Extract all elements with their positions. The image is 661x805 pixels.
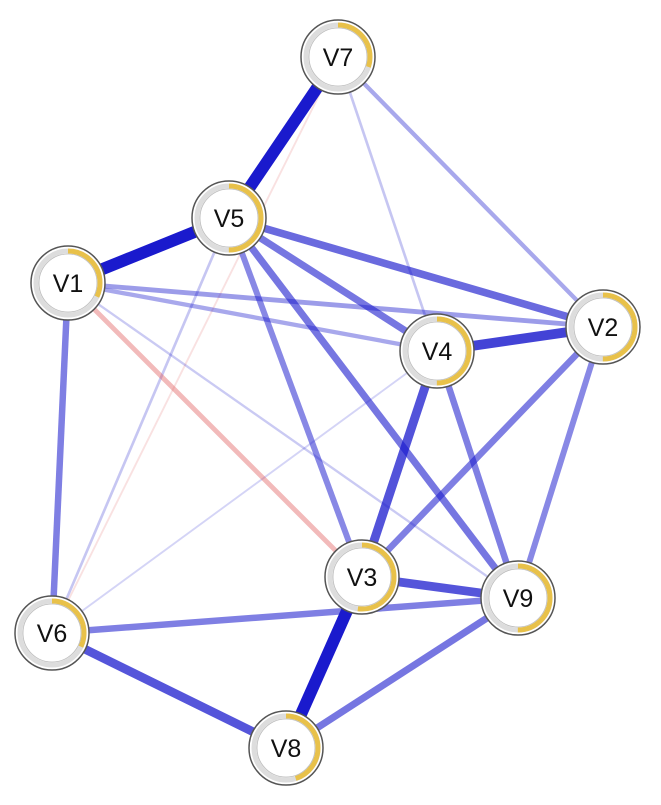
node-label: V2	[588, 314, 619, 342]
node-inner	[38, 253, 98, 313]
node-inner	[199, 188, 259, 248]
node-pie-arc	[327, 542, 397, 612]
edge-v5-v3	[226, 216, 365, 579]
node-v4: V4	[399, 313, 475, 389]
node-inner	[407, 321, 467, 381]
node-pie-arc	[33, 248, 103, 318]
node-inner	[256, 718, 316, 778]
edge-v1-v6	[48, 282, 72, 634]
node-v7: V7	[300, 19, 376, 95]
edge-v6-v8	[50, 629, 288, 752]
node-pie-arc	[17, 598, 87, 668]
edge-v2-v9	[515, 326, 606, 599]
node-v8: V8	[248, 710, 324, 786]
node-v6: V6	[14, 595, 90, 671]
node-inner	[308, 27, 368, 87]
node-pie-arc	[483, 563, 553, 633]
edge-v6-v9	[51, 594, 519, 637]
node-label: V8	[271, 735, 302, 763]
node-pie-arc	[303, 22, 373, 92]
node-v1: V1	[30, 245, 106, 321]
node-label: V6	[37, 620, 68, 648]
edge-v4-v9	[433, 349, 522, 600]
node-label: V1	[53, 270, 84, 298]
edge-v5-v2	[227, 214, 605, 331]
edge-v5-v6	[50, 217, 231, 634]
edge-v5-v9	[226, 215, 521, 601]
node-label: V5	[214, 205, 245, 233]
edge-v7-v4	[336, 56, 439, 352]
node-inner	[332, 547, 392, 607]
node-v2: V2	[565, 289, 641, 365]
edge-v7-v2	[336, 55, 605, 329]
node-v5: V5	[191, 180, 267, 256]
node-v3: V3	[324, 539, 400, 615]
edge-v1-v4	[67, 280, 438, 354]
node-label: V9	[503, 585, 534, 613]
edge-v8-v9	[284, 595, 520, 751]
node-inner	[488, 568, 548, 628]
node-label: V3	[347, 564, 378, 592]
node-pie-arc	[568, 292, 638, 362]
edge-v1-v2	[67, 280, 604, 330]
edge-v2-v3	[359, 324, 606, 580]
edge-v1-v3	[66, 281, 364, 579]
node-pie-arc	[402, 316, 472, 386]
node-v9: V9	[480, 560, 556, 636]
edge-v5-v4	[227, 215, 439, 354]
node-pie-arc	[251, 713, 321, 783]
node-inner	[573, 297, 633, 357]
edge-v6-v4	[51, 350, 438, 634]
edge-v7-v6	[51, 56, 339, 634]
edge-v4-v3	[357, 349, 442, 579]
node-inner	[22, 603, 82, 663]
edge-layer	[48, 53, 606, 752]
edge-v1-v9	[67, 282, 519, 599]
node-pie-arc	[194, 183, 264, 253]
node-label: V7	[323, 44, 354, 72]
node-label: V4	[422, 338, 453, 366]
